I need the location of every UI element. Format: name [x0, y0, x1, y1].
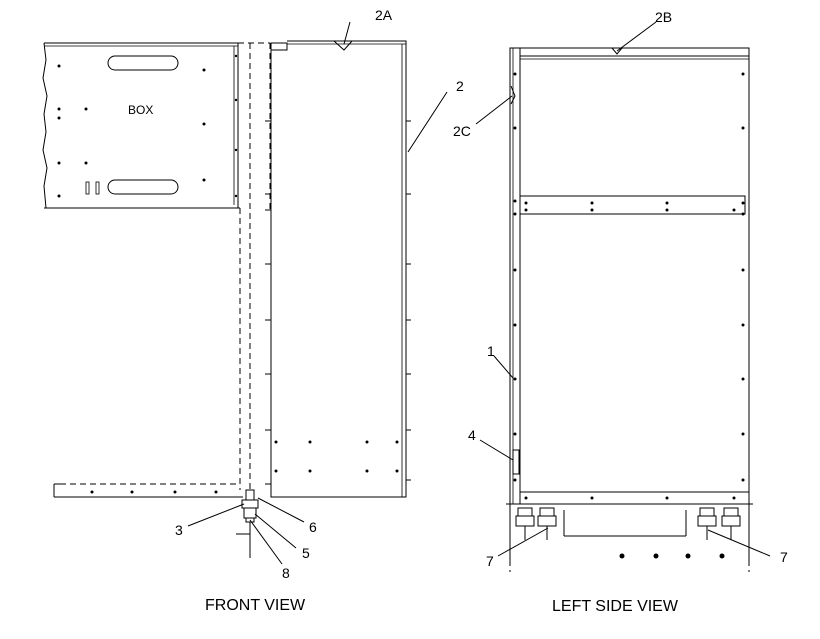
callout-2: 2 [456, 78, 464, 94]
callout-2c: 2C [453, 123, 471, 139]
callout-2a: 2A [375, 7, 393, 23]
callout-3: 3 [175, 522, 183, 538]
callout-2b: 2B [655, 9, 672, 25]
callout-7-left: 7 [486, 553, 494, 569]
box-label: BOX [128, 103, 153, 117]
callout-6: 6 [309, 519, 317, 535]
callout-5: 5 [302, 545, 310, 561]
box-outline [42, 42, 240, 209]
front-leader-lines [187, 21, 448, 565]
callout-1: 1 [487, 343, 495, 359]
cabinet-side-outline [509, 47, 750, 505]
callout-7-right: 7 [780, 549, 788, 565]
leveling-foot-assembly [236, 489, 259, 558]
front-view: BOX [42, 7, 464, 614]
left-side-view: 2B 2C 1 4 7 7 LEFT SIDE VIEW [453, 9, 788, 615]
callout-8: 8 [282, 565, 290, 581]
left-side-view-label: LEFT SIDE VIEW [552, 598, 679, 615]
support-frame-dashed [60, 42, 271, 490]
side-leader-lines [475, 21, 771, 557]
door-panel [265, 40, 411, 498]
base-plinth [506, 503, 753, 572]
base-plate [53, 483, 243, 498]
front-view-label: FRONT VIEW [205, 597, 306, 614]
callout-4: 4 [468, 427, 476, 443]
